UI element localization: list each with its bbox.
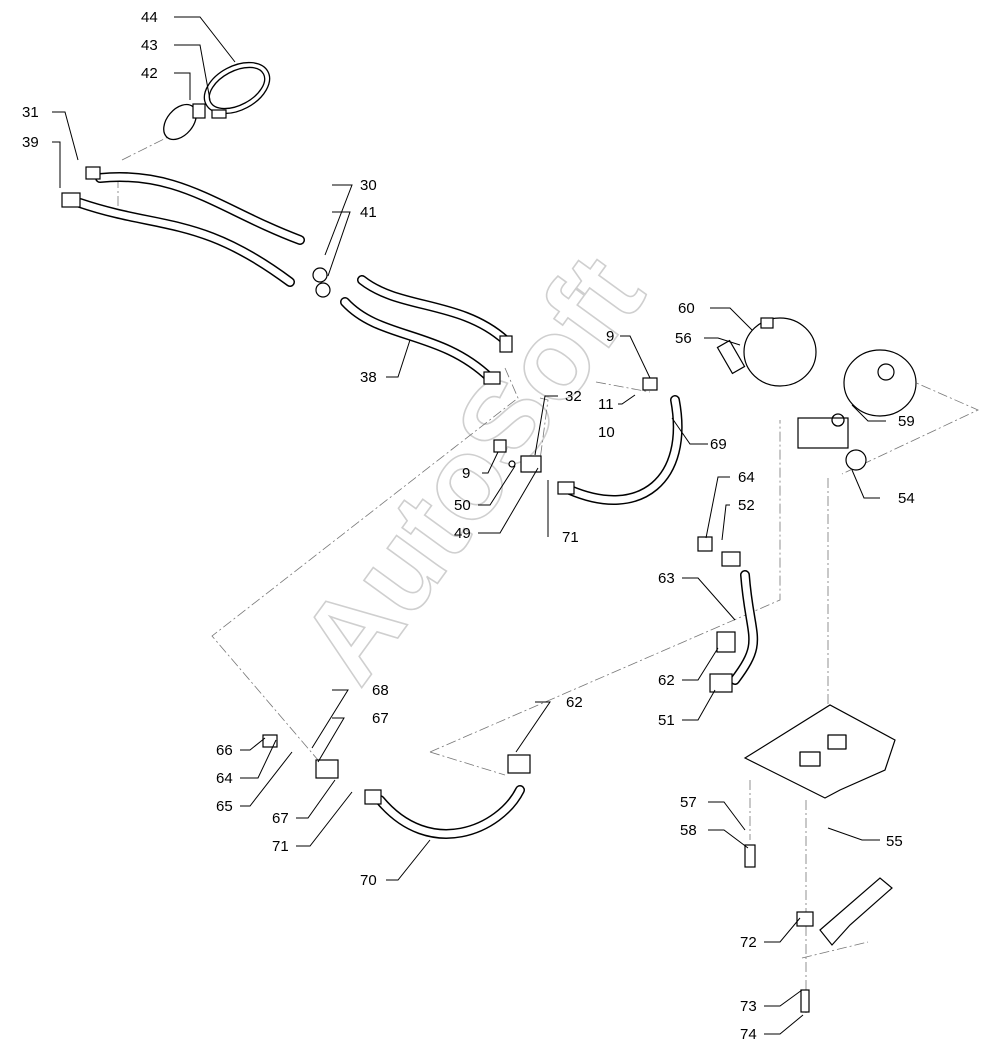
callout-67-bottom: 67 <box>272 810 289 827</box>
callout-62-lower: 62 <box>566 694 583 711</box>
callout-56: 56 <box>675 330 692 347</box>
callout-67-top: 67 <box>372 710 389 727</box>
callout-69: 69 <box>710 436 727 453</box>
callout-72: 72 <box>740 934 757 951</box>
callout-63: 63 <box>658 570 675 587</box>
callout-73: 73 <box>740 998 757 1015</box>
callout-32: 32 <box>565 388 582 405</box>
callout-57: 57 <box>680 794 697 811</box>
callout-49: 49 <box>454 525 471 542</box>
callout-66: 66 <box>216 742 233 759</box>
callout-44: 44 <box>141 9 158 26</box>
callout-62-right: 62 <box>658 672 675 689</box>
callout-55: 55 <box>886 833 903 850</box>
leader-lines <box>52 16 886 1035</box>
callout-30: 30 <box>360 177 377 194</box>
callout-41: 41 <box>360 204 377 221</box>
callout-70: 70 <box>360 872 377 889</box>
central-fittings <box>493 377 683 505</box>
assembly-guide-lines <box>117 135 979 1015</box>
hose-clamp-parts <box>163 61 271 141</box>
watermark: AutoSoft <box>275 232 668 705</box>
callout-65: 65 <box>216 798 233 815</box>
callout-59: 59 <box>898 413 915 430</box>
callout-64-right: 64 <box>738 469 755 486</box>
mounting-brackets <box>743 704 896 1013</box>
callout-9-mid: 9 <box>462 465 470 482</box>
callout-43: 43 <box>141 37 158 54</box>
callout-labels: 44 43 42 31 39 30 41 38 60 56 9 32 11 10… <box>22 9 915 1043</box>
lower-hose <box>262 734 531 839</box>
callout-52: 52 <box>738 497 755 514</box>
callout-9-top: 9 <box>606 328 614 345</box>
callout-10: 10 <box>598 424 615 441</box>
right-hose <box>697 536 759 693</box>
callout-64-left: 64 <box>216 770 233 787</box>
callout-42: 42 <box>141 65 158 82</box>
upper-hoses <box>61 166 513 385</box>
callout-38: 38 <box>360 369 377 386</box>
callout-50: 50 <box>454 497 471 514</box>
callout-54: 54 <box>898 490 915 507</box>
callout-39: 39 <box>22 134 39 151</box>
callout-31: 31 <box>22 104 39 121</box>
callout-71-lower: 71 <box>272 838 289 855</box>
callout-60: 60 <box>678 300 695 317</box>
accumulator-assembly <box>716 317 917 471</box>
callout-68: 68 <box>372 682 389 699</box>
callout-71-mid: 71 <box>562 529 579 546</box>
callout-58: 58 <box>680 822 697 839</box>
callout-11: 11 <box>598 396 614 413</box>
callout-51: 51 <box>658 712 675 729</box>
callout-74: 74 <box>740 1026 757 1043</box>
